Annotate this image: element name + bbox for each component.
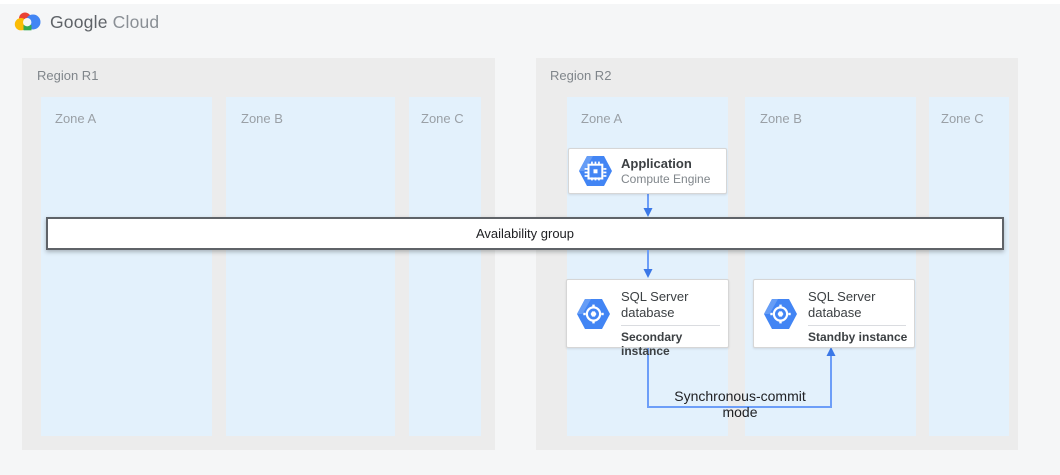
sql-standby-title: SQL Server database	[808, 289, 876, 320]
sql-standby-instance-label: Standby instance	[808, 330, 908, 344]
sql-secondary-card: SQL Server database Secondary instance	[566, 279, 729, 358]
sql-server-icon	[577, 298, 610, 329]
card-divider	[621, 325, 720, 326]
region-r2-zone-c-label: Zone C	[941, 111, 984, 126]
brand-google: Google	[50, 11, 108, 32]
top-white-strip	[0, 0, 1060, 4]
compute-engine-icon	[579, 156, 612, 186]
sql-standby-card: SQL Server database Standby instance	[753, 279, 915, 348]
application-title: Application	[621, 156, 692, 171]
card-divider	[808, 325, 906, 326]
sql-secondary-instance-label: Secondary instance	[621, 330, 683, 358]
region-r2-zone-b	[745, 97, 916, 436]
region-r2-zone-c	[929, 97, 1009, 436]
availability-group-label: Availability group	[475, 226, 575, 241]
availability-group-band: Availability group	[46, 217, 1004, 250]
application-subtitle: Compute Engine	[621, 172, 711, 186]
region-r1-label: Region R1	[37, 68, 99, 83]
synchronous-commit-label: Synchronous-commit mode	[674, 388, 806, 420]
application-card: Application Compute Engine	[568, 148, 727, 194]
region-r1-zone-b-label: Zone B	[241, 111, 283, 126]
region-r1-zone-a-label: Zone A	[55, 111, 97, 126]
sql-secondary-title: SQL Server database	[621, 289, 689, 320]
brand-cloud: Cloud	[112, 11, 160, 32]
google-cloud-logo-icon	[14, 12, 42, 33]
region-r1-zone-b	[226, 97, 395, 436]
region-r2-zone-b-label: Zone B	[760, 111, 802, 126]
region-r1-zone-c-label: Zone C	[421, 111, 464, 126]
region-r2-zone-a-label: Zone A	[581, 111, 623, 126]
region-r1-zone-a	[41, 97, 212, 436]
region-r1-zone-c	[409, 97, 481, 436]
sql-server-icon	[764, 298, 797, 329]
region-r2-label: Region R2	[550, 68, 612, 83]
